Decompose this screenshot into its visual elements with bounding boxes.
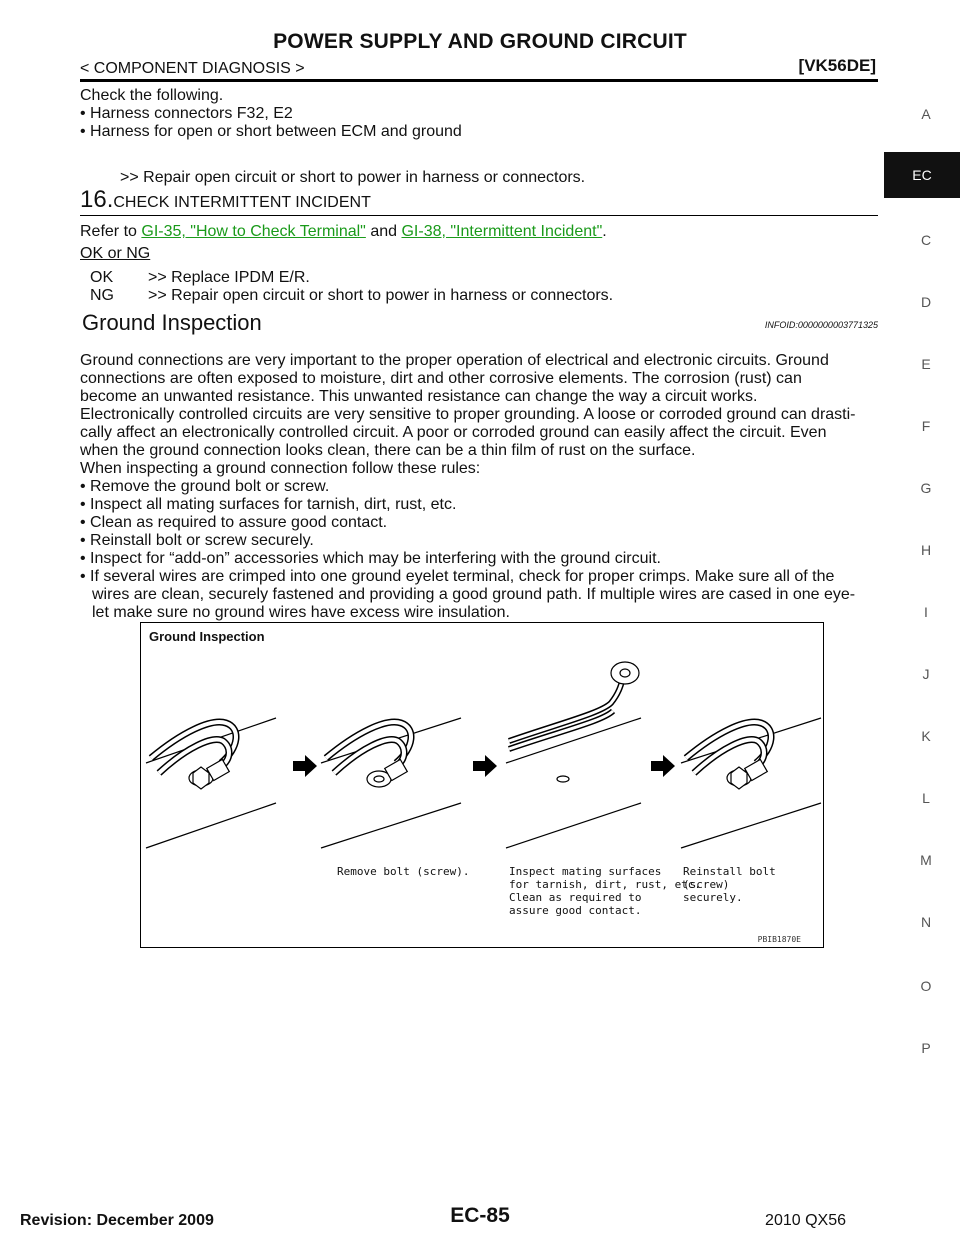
panel-2-bolt-removed: [320, 717, 462, 849]
arrow-right-icon: [293, 755, 317, 777]
index-tab-c[interactable]: C: [920, 232, 932, 248]
step16-number: 16.: [80, 186, 114, 213]
engine-code: [VK56DE]: [798, 56, 876, 75]
para1-line3: become an unwanted resistance. This unwa…: [80, 388, 758, 405]
rule-4: • Reinstall bolt or screw securely.: [80, 532, 314, 549]
model-year: 2010 QX56: [765, 1212, 846, 1229]
step15-bullet-2: • Harness for open or short between ECM …: [80, 123, 462, 140]
index-tab-f[interactable]: F: [921, 418, 931, 434]
arrow-right-icon: [651, 755, 675, 777]
index-tab-d[interactable]: D: [920, 294, 932, 310]
ok-or-ng-label: OK or NG: [80, 245, 151, 262]
link-gi-35[interactable]: GI-35, "How to Check Terminal": [141, 223, 366, 240]
rule-5: • Inspect for “add-on” accessories which…: [80, 550, 661, 567]
para2-line3: when the ground connection looks clean, …: [80, 442, 696, 459]
index-tab-k[interactable]: K: [921, 728, 931, 744]
ng-text: >> Repair open circuit or short to power…: [148, 287, 614, 304]
step16-title: CHECK INTERMITTENT INCIDENT: [113, 194, 371, 211]
panel-1-bolted-terminal: [145, 717, 277, 849]
info-id: INFOID:0000000003771325: [764, 320, 878, 330]
rules-intro: When inspecting a ground connection foll…: [80, 460, 481, 477]
panel-3-lifted-terminal: [505, 661, 642, 849]
refer-prefix: Refer to: [80, 223, 137, 240]
para1-line2: connections are often exposed to moistur…: [80, 370, 802, 387]
index-tab-g[interactable]: G: [920, 480, 932, 496]
section-title: Ground Inspection: [82, 310, 262, 335]
index-tab-ec-active[interactable]: EC: [884, 152, 960, 198]
para2-line1: Electronically controlled circuits are v…: [80, 406, 856, 423]
index-tab-l[interactable]: L: [922, 790, 930, 806]
rule-6-line3: let make sure no ground wires have exces…: [92, 604, 510, 621]
revision-date: Revision: December 2009: [20, 1212, 214, 1229]
rule-6-line1: • If several wires are crimped into one …: [80, 568, 835, 585]
page-title: POWER SUPPLY AND GROUND CIRCUIT: [273, 30, 687, 53]
link-gi-38[interactable]: GI-38, "Intermittent Incident": [401, 223, 603, 240]
figure-id: PBIB1870E: [757, 935, 801, 944]
index-tab-p[interactable]: P: [921, 1040, 931, 1056]
step16-refer: Refer to GI-35, "How to Check Terminal" …: [80, 222, 607, 242]
para1-line1: Ground connections are very important to…: [80, 352, 829, 369]
refer-period: .: [602, 223, 607, 240]
refer-and: and: [370, 223, 398, 240]
breadcrumb: < COMPONENT DIAGNOSIS >: [80, 60, 305, 77]
step15-intro: Check the following.: [80, 87, 224, 104]
index-tab-h[interactable]: H: [920, 542, 932, 558]
rule-6-line2: wires are clean, securely fastened and p…: [92, 586, 856, 603]
arrow-right-icon: [473, 755, 497, 777]
figure-title: Ground Inspection: [149, 629, 265, 644]
step15-result: >> Repair open circuit or short to power…: [120, 169, 586, 186]
header-divider: [80, 79, 878, 82]
panel-4-bolt-reinstalled: [680, 717, 822, 849]
ok-label: OK: [90, 269, 114, 286]
step15-bullet-1: • Harness connectors F32, E2: [80, 105, 293, 122]
ground-inspection-figure: Ground Inspection Remove bolt (screw). I…: [140, 622, 824, 948]
ok-text: >> Replace IPDM E/R.: [148, 269, 310, 286]
caption-remove: Remove bolt (screw).: [337, 865, 470, 878]
index-tab-e[interactable]: E: [921, 356, 931, 372]
index-tab-m[interactable]: M: [920, 852, 932, 868]
rule-2: • Inspect all mating surfaces for tarnis…: [80, 496, 457, 513]
index-tab-o[interactable]: O: [920, 978, 932, 994]
index-tab-a[interactable]: A: [921, 106, 931, 122]
rule-1: • Remove the ground bolt or screw.: [80, 478, 330, 495]
caption-reinstall: Reinstall bolt (screw) securely.: [683, 865, 776, 904]
rule-3: • Clean as required to assure good conta…: [80, 514, 388, 531]
section-index-sidebar: A EC C D E F G H I J K L M N O P: [880, 0, 960, 1242]
para2-line2: cally affect an electronically controlle…: [80, 424, 827, 441]
ground-inspection-illustration: [145, 661, 822, 849]
index-tab-n[interactable]: N: [920, 914, 932, 930]
page-number: EC-85: [450, 1204, 510, 1227]
index-tab-j[interactable]: J: [922, 666, 930, 682]
ng-label: NG: [90, 287, 114, 304]
index-tab-i[interactable]: I: [924, 604, 928, 620]
step16-divider: [80, 215, 878, 216]
step16-heading: 16.CHECK INTERMITTENT INCIDENT: [80, 186, 371, 214]
caption-inspect: Inspect mating surfaces for tarnish, dir…: [509, 865, 702, 917]
